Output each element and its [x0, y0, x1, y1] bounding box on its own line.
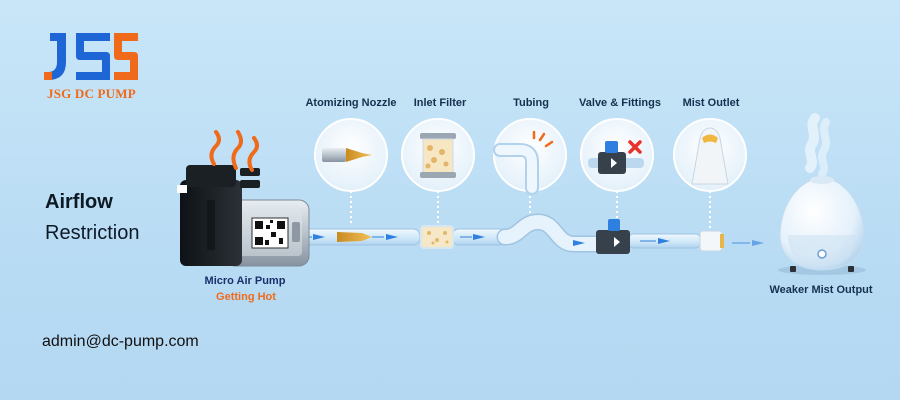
heading-line2: Restriction [45, 222, 140, 244]
pump-name: Micro Air Pump [204, 275, 286, 287]
blocked-x-icon [628, 140, 642, 154]
callout-tubing [493, 118, 567, 195]
callout-lines [350, 191, 711, 228]
callout-valve [580, 118, 654, 192]
micro-air-pump-icon [177, 165, 310, 267]
heading-line1: Airflow [45, 191, 113, 213]
humidifier-icon [778, 113, 866, 275]
callout-filter [401, 118, 475, 192]
label-atomizing-nozzle: Atomizing Nozzle [305, 97, 397, 109]
inline-outlet-icon [699, 230, 724, 252]
inline-nozzle-icon [337, 232, 372, 242]
label-valve-fittings: Valve & Fittings [579, 97, 661, 109]
label-inlet-filter: Inlet Filter [413, 97, 467, 109]
callout-outlet [673, 118, 747, 192]
brand-logo-icon [44, 33, 138, 80]
label-tubing: Tubing [513, 97, 549, 109]
heat-flame-icon [209, 130, 259, 172]
flow-arrows [300, 234, 764, 246]
brand-name: JSG DC PUMP [47, 86, 136, 101]
pump-status: Getting Hot [216, 291, 276, 303]
inline-valve-icon [596, 219, 630, 254]
contact-email: admin@dc-pump.com [42, 333, 199, 350]
output-label: Weaker Mist Output [769, 284, 873, 296]
callout-nozzle [314, 118, 388, 192]
label-mist-outlet: Mist Outlet [682, 97, 740, 109]
inline-filter-icon [420, 225, 454, 249]
